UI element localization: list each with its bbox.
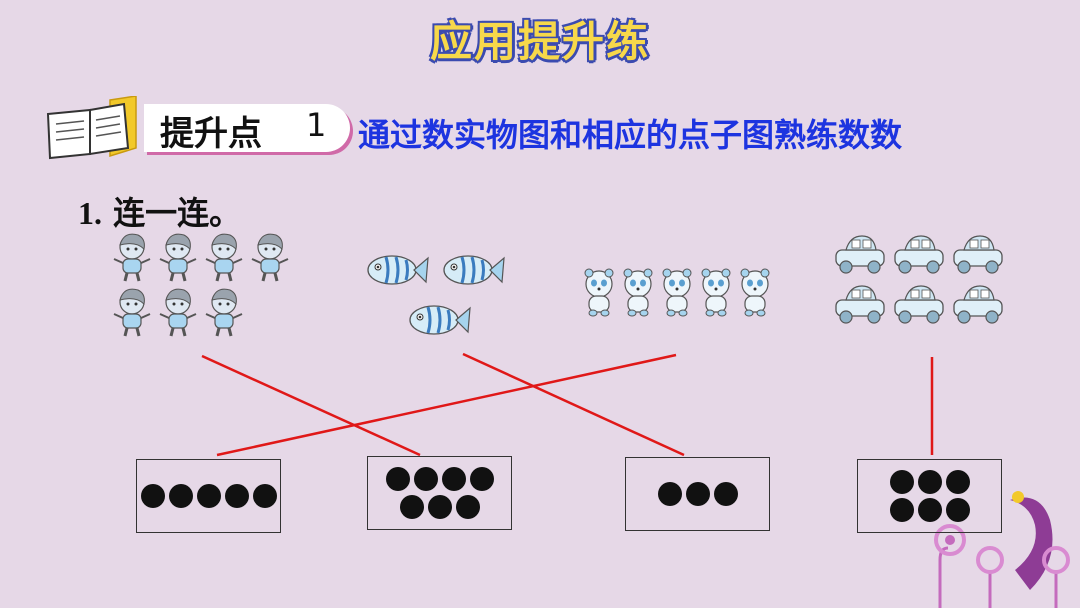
dot	[917, 470, 942, 494]
dot	[252, 484, 277, 508]
point-number: 1	[306, 106, 327, 144]
dot	[168, 484, 193, 508]
fish-group	[366, 254, 506, 336]
dot	[889, 470, 914, 494]
car-figure	[953, 235, 1003, 274]
dot	[385, 467, 410, 491]
decoration-flowers	[934, 491, 1070, 608]
car-group	[835, 235, 1003, 324]
dot-box-3[interactable]	[625, 457, 770, 531]
dot	[140, 484, 165, 508]
child-figure	[158, 287, 198, 338]
exercise-text: 连一连。	[113, 194, 242, 232]
answer-line	[216, 353, 677, 457]
dot-group	[888, 470, 972, 522]
dot	[224, 484, 249, 508]
answer-line	[201, 354, 421, 457]
point-description: 通过数实物图和相应的点子图熟练数数	[358, 116, 903, 154]
point-tag	[144, 104, 350, 152]
child-figure	[250, 232, 290, 283]
dot	[917, 498, 942, 522]
dot	[427, 495, 452, 519]
dot-group	[384, 467, 496, 519]
exercise-prompt: 1. 连一连。	[78, 188, 241, 234]
child-figure	[204, 232, 244, 283]
fish-figure	[442, 254, 506, 286]
panda-figure	[740, 268, 770, 317]
dot-box-1[interactable]	[136, 459, 281, 533]
dot	[399, 495, 424, 519]
dot	[945, 470, 970, 494]
dot	[441, 467, 466, 491]
dot	[413, 467, 438, 491]
car-figure	[835, 235, 885, 274]
dot	[469, 467, 494, 491]
page-title: 应用提升练	[429, 17, 650, 66]
child-figure	[112, 232, 152, 283]
dot	[196, 484, 221, 508]
answer-lines	[201, 352, 934, 457]
child-figure	[112, 287, 152, 338]
point-label: 提升点	[160, 114, 262, 154]
dot	[945, 498, 970, 522]
fish-figure	[408, 304, 472, 336]
panda-group	[584, 268, 770, 317]
panda-figure	[701, 268, 731, 317]
dot	[713, 482, 738, 506]
fish-figure	[366, 254, 430, 286]
child-figure	[158, 232, 198, 283]
car-figure	[953, 285, 1003, 324]
exercise-number: 1.	[78, 195, 102, 231]
car-figure	[835, 285, 885, 324]
car-figure	[894, 235, 944, 274]
dot	[455, 495, 480, 519]
panda-figure	[662, 268, 692, 317]
answer-line	[462, 352, 685, 457]
children-group	[112, 232, 290, 338]
child-figure	[204, 287, 244, 338]
dot	[657, 482, 682, 506]
dot-box-4[interactable]	[857, 459, 1002, 533]
open-book-icon	[46, 96, 137, 160]
dot-group	[642, 482, 754, 506]
car-figure	[894, 285, 944, 324]
dot	[889, 498, 914, 522]
dot-group	[139, 484, 279, 508]
panda-figure	[623, 268, 653, 317]
dot-box-2[interactable]	[367, 456, 512, 530]
dot	[685, 482, 710, 506]
panda-figure	[584, 268, 614, 317]
